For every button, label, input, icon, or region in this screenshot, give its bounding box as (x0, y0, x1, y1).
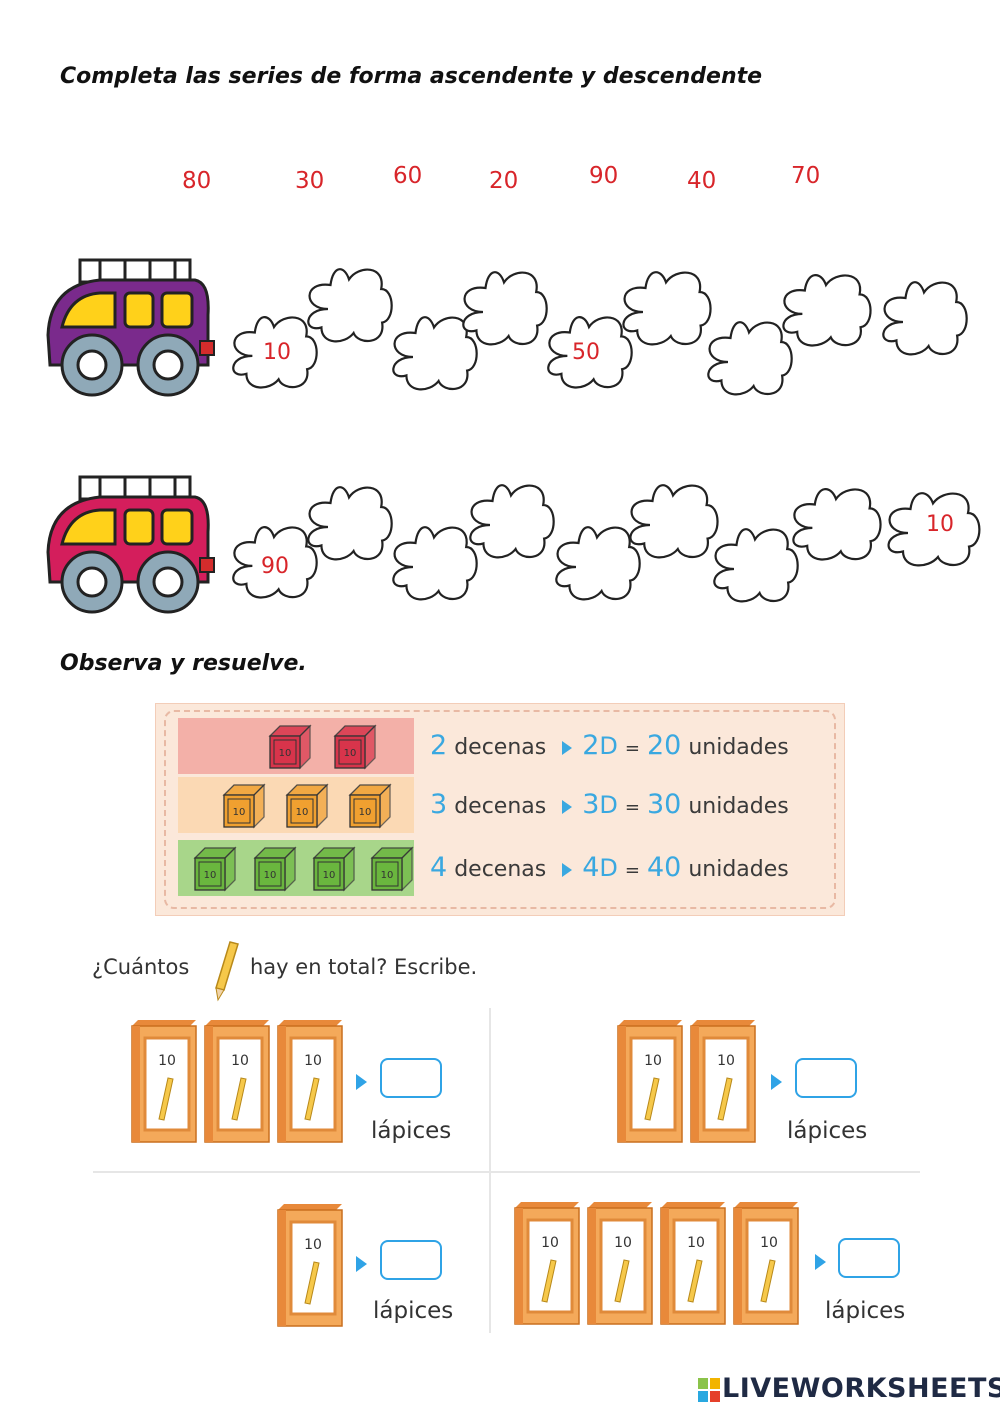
pencil-box-icon: 10 (617, 1020, 683, 1143)
pencil-box-icon: 10 (131, 1020, 197, 1143)
cloud-shape (462, 271, 548, 346)
arrow-right-icon (771, 1074, 782, 1090)
horizontal-divider (93, 1171, 920, 1173)
pencil-box-icon: 10 (660, 1202, 726, 1325)
cloud-shape (307, 268, 393, 343)
cloud-shape (232, 526, 318, 599)
cloud-row-2: 90 10 (0, 0, 1000, 640)
unit-label: lápices (371, 1118, 452, 1144)
number-option: 80 (182, 168, 212, 194)
cloud-shape (622, 271, 712, 346)
pencil-count-answer-box[interactable] (380, 1058, 442, 1098)
svg-text:10: 10 (231, 1053, 249, 1069)
svg-text:10: 10 (614, 1235, 632, 1251)
svg-text:10: 10 (344, 748, 357, 759)
unit-label: lápices (373, 1298, 454, 1324)
cloud-shape (887, 492, 981, 567)
cloud-shape (392, 316, 478, 391)
cloud-shape (392, 526, 478, 601)
ten-cube-icon: 10 (193, 846, 237, 892)
number-option: 60 (393, 163, 423, 189)
pencil-box-icon: 10 (587, 1202, 653, 1325)
arrow-right-icon (815, 1254, 826, 1270)
vertical-divider (489, 1008, 491, 1333)
svg-text:10: 10 (204, 870, 217, 881)
cloud-shape (707, 321, 793, 396)
pencil-count-answer-box[interactable] (838, 1238, 900, 1278)
unit-label: lápices (787, 1118, 868, 1144)
svg-text:10: 10 (541, 1235, 559, 1251)
cloud-answer-field[interactable]: 10 (263, 340, 291, 365)
svg-text:10: 10 (304, 1053, 322, 1069)
cloud-shape (307, 486, 393, 561)
cloud-answer-field[interactable]: 50 (572, 340, 600, 365)
svg-text:10: 10 (359, 807, 372, 818)
ten-cube-icon: 10 (222, 783, 266, 829)
pencil-box-icon: 10 (277, 1020, 343, 1143)
ten-cube-icon: 10 (348, 783, 392, 829)
liveworksheets-logo-icon (698, 1378, 720, 1402)
svg-text:10: 10 (233, 807, 246, 818)
svg-text:10: 10 (644, 1053, 662, 1069)
ten-cube-icon: 10 (285, 783, 329, 829)
ten-cube-icon: 10 (253, 846, 297, 892)
pencil-count-answer-box[interactable] (795, 1058, 857, 1098)
pencil-count-answer-box[interactable] (380, 1240, 442, 1280)
series-title: Completa las series de forma ascendente … (60, 64, 763, 89)
cloud-shape (713, 528, 799, 603)
cloud-shape (792, 488, 882, 561)
cloud-shape (547, 316, 633, 389)
pencil-box-icon: 10 (204, 1020, 270, 1143)
cloud-answer-field[interactable]: 90 (261, 554, 289, 579)
cloud-shape (232, 316, 318, 389)
svg-text:10: 10 (304, 1237, 322, 1253)
svg-text:10: 10 (296, 807, 309, 818)
cloud-shape (555, 526, 641, 601)
bus-icon (46, 475, 215, 614)
pencil-box-icon: 10 (733, 1202, 799, 1325)
svg-text:10: 10 (279, 748, 292, 759)
liveworksheets-logo[interactable]: LIVEWORKSHEETS (722, 1373, 1000, 1404)
svg-text:10: 10 (687, 1235, 705, 1251)
cloud-row-1: 10 50 (0, 0, 1000, 420)
cloud-shape (782, 274, 872, 347)
pencil-box-icon: 10 (514, 1202, 580, 1325)
arrow-right-icon (356, 1256, 367, 1272)
svg-text:10: 10 (717, 1053, 735, 1069)
ten-cube-icon: 10 (268, 724, 312, 770)
ten-cube-icon: 10 (312, 846, 356, 892)
svg-text:10: 10 (323, 870, 336, 881)
unit-label: lápices (825, 1298, 906, 1324)
number-option: 20 (489, 168, 519, 194)
number-option: 90 (589, 163, 619, 189)
pencil-icon (215, 941, 239, 1002)
svg-text:10: 10 (264, 870, 277, 881)
svg-text:10: 10 (158, 1053, 176, 1069)
pencil-box-icon: 10 (277, 1204, 343, 1327)
ten-cube-icon: 10 (333, 724, 377, 770)
question-start: ¿Cuántos (92, 955, 190, 979)
number-option: 40 (687, 168, 717, 194)
number-option: 30 (295, 168, 325, 194)
number-option: 70 (791, 163, 821, 189)
observe-title: Observa y resuelve. (60, 651, 307, 676)
ten-cube-icon: 10 (370, 846, 414, 892)
svg-text:10: 10 (381, 870, 394, 881)
bus-icon (46, 258, 215, 397)
cloud-shape (469, 484, 555, 559)
cloud-answer-field[interactable]: 10 (926, 512, 954, 537)
arrow-right-icon (356, 1074, 367, 1090)
cloud-shape (629, 484, 719, 559)
question-end: hay en total? Escribe. (250, 955, 478, 979)
svg-text:10: 10 (760, 1235, 778, 1251)
pencil-box-icon: 10 (690, 1020, 756, 1143)
cloud-shape (882, 281, 968, 356)
